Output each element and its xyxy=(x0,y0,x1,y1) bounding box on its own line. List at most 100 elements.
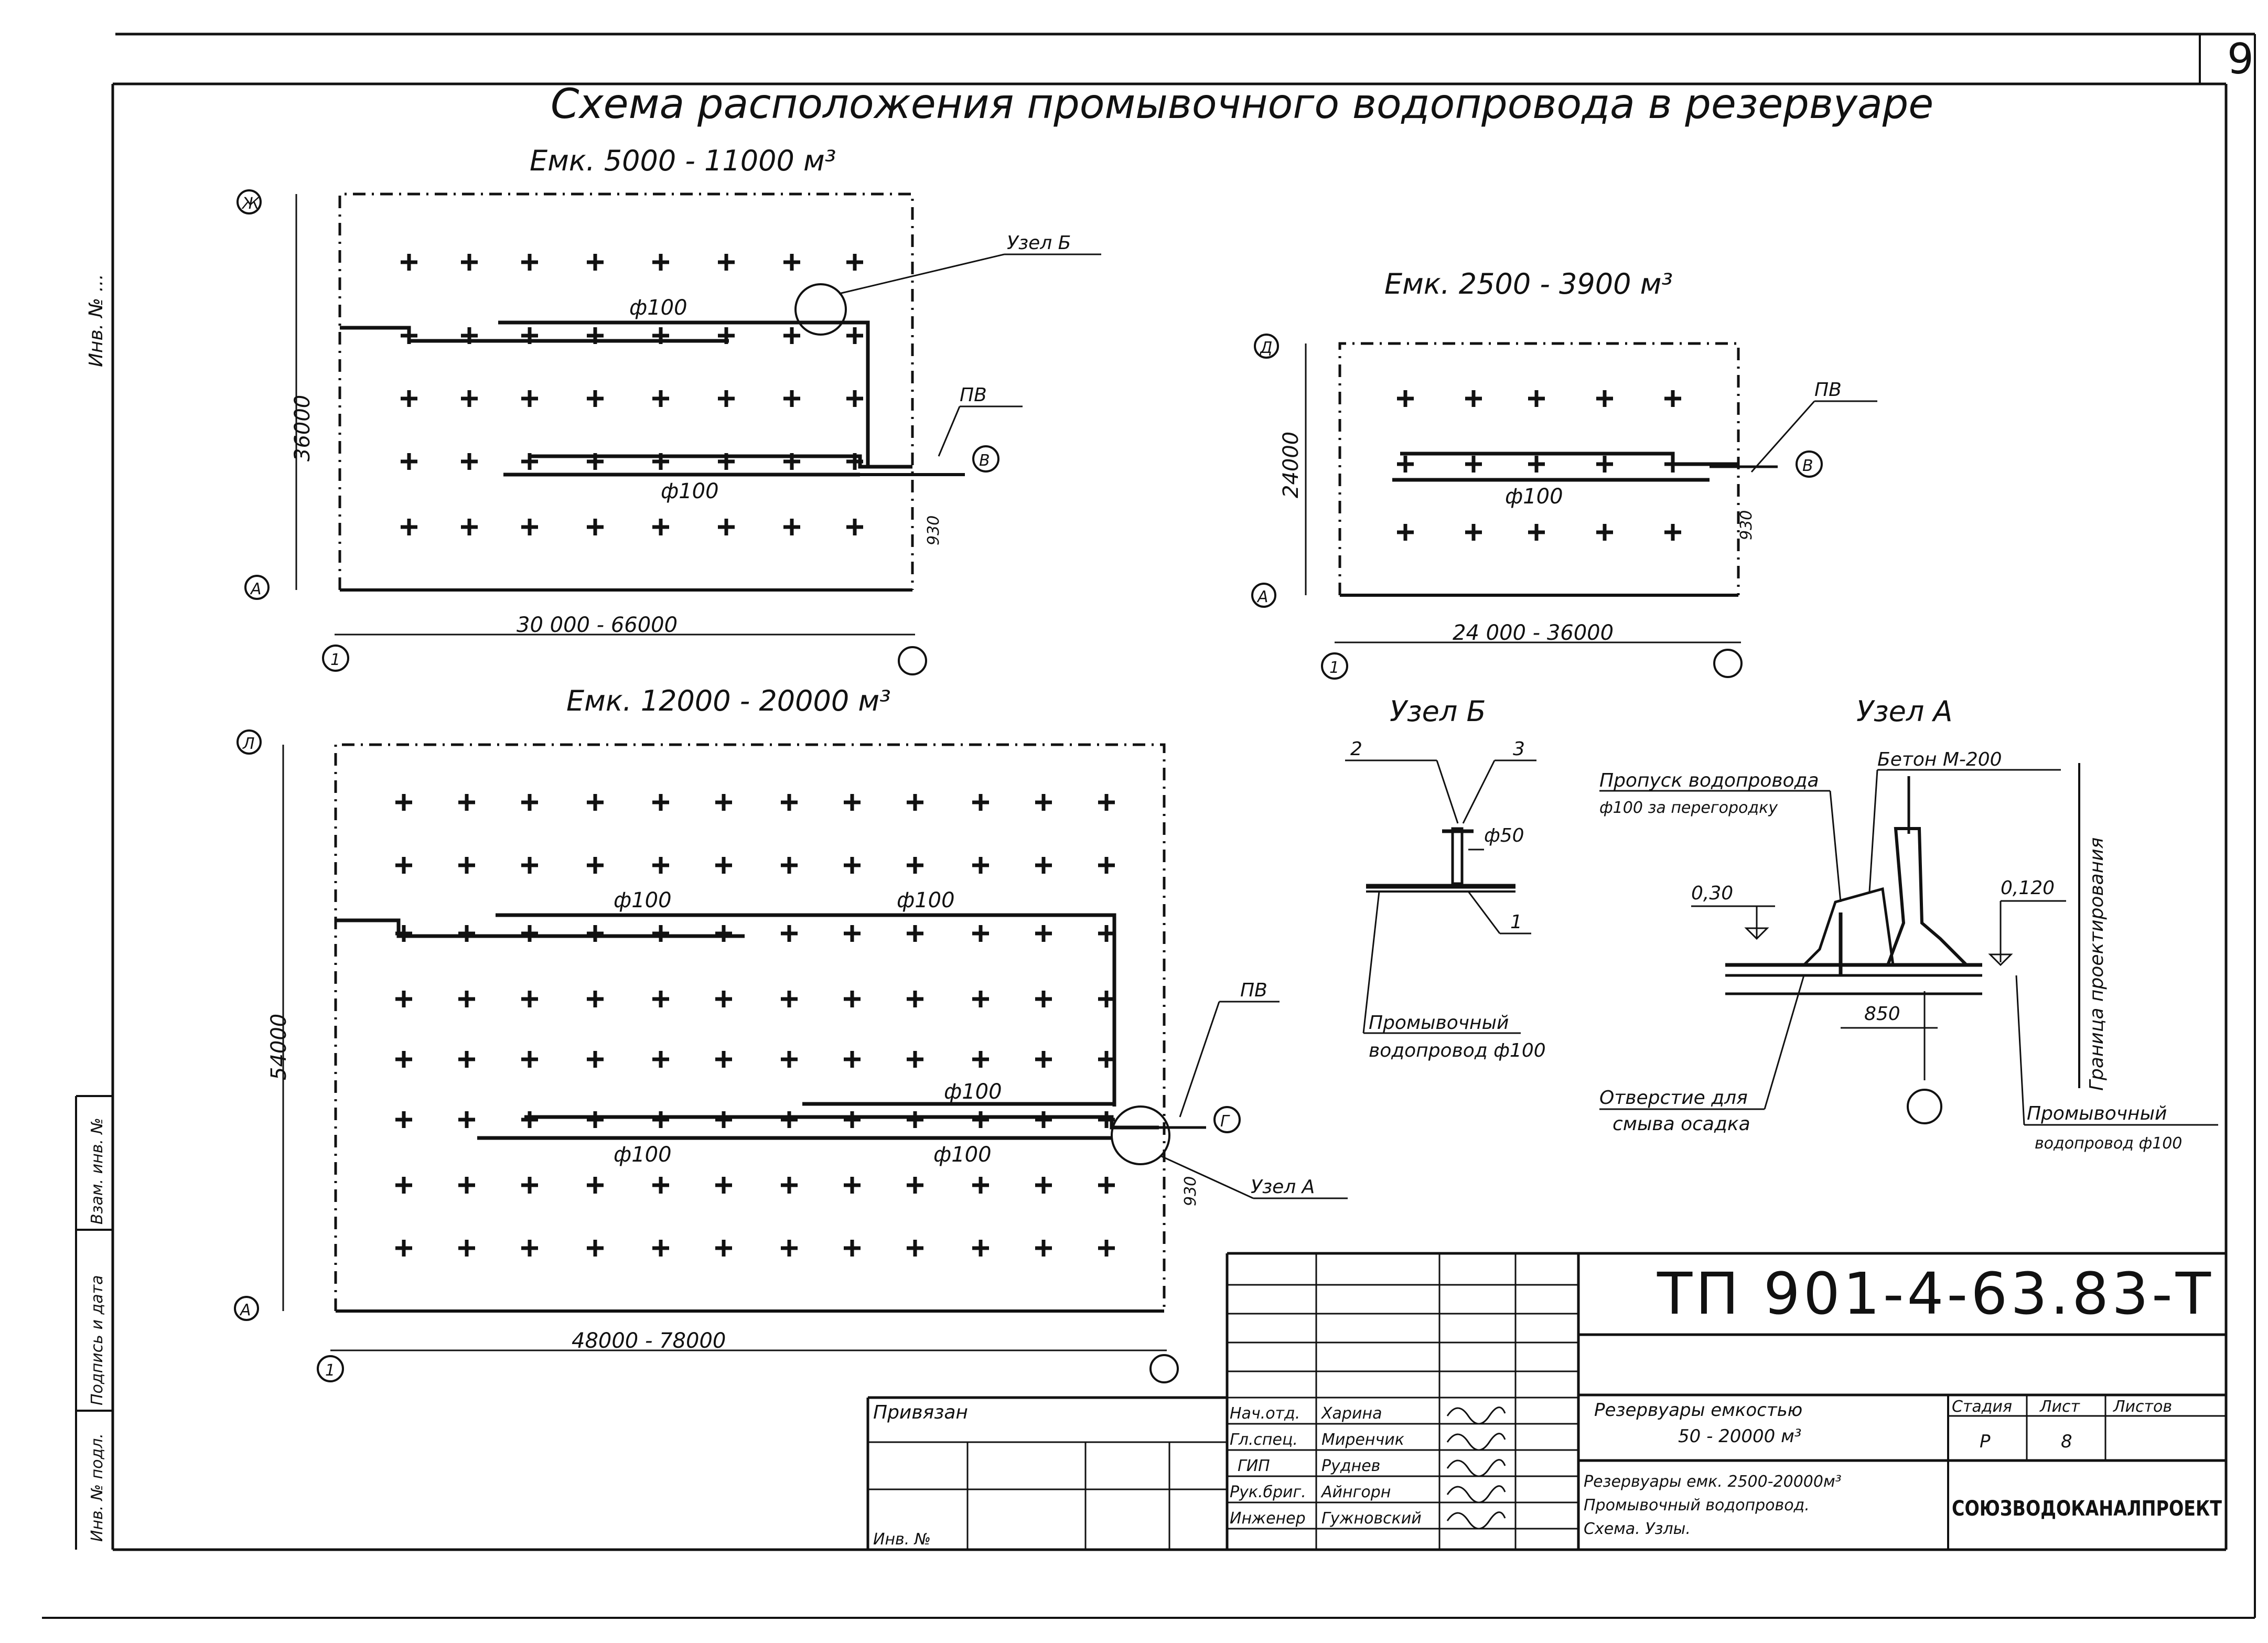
nozzle-mark xyxy=(972,857,989,874)
nozzle-mark xyxy=(1528,524,1545,541)
plan-5000-11000: Емк. 5000 - 11000 м³ Узел Б ф100 ф100 ПВ… xyxy=(237,144,1101,675)
nozzle-mark xyxy=(521,1240,538,1257)
nozzle-mark xyxy=(781,1177,798,1194)
nozzle-mark xyxy=(718,390,735,407)
nozzle-mark xyxy=(458,1111,475,1128)
nozzle-mark xyxy=(587,1111,604,1128)
sheet-frame xyxy=(42,33,2256,1619)
plan3-axis-bottom-bubble xyxy=(234,1296,259,1321)
nozzle-mark xyxy=(521,925,538,942)
node-a-span: 850 xyxy=(1864,1003,1900,1025)
plan3-pv: ПВ xyxy=(1240,980,1267,1001)
node-a-title: Узел А xyxy=(1856,695,1952,728)
nozzle-mark xyxy=(652,794,669,811)
plan1-axis-col: 1 xyxy=(330,651,340,669)
nozzle-mark xyxy=(587,991,604,1007)
nozzle-mark xyxy=(458,857,475,874)
nozzle-mark xyxy=(781,857,798,874)
plan1-width: 30 000 - 66000 xyxy=(517,613,678,637)
nozzle-mark xyxy=(521,390,538,407)
plan1-axis-bottom: А xyxy=(250,580,262,598)
plan1-nozzles xyxy=(401,254,863,535)
nozzle-mark xyxy=(521,254,538,271)
nozzle-mark xyxy=(587,1051,604,1068)
col-sheets: Листов xyxy=(2113,1398,2172,1416)
nozzle-mark xyxy=(907,925,923,942)
node-a-concrete: Бетон М-200 xyxy=(1877,749,2002,770)
nozzle-mark xyxy=(461,519,478,535)
plan1-offset: 930 xyxy=(925,516,943,545)
nozzle-mark xyxy=(652,991,669,1007)
nozzle-mark xyxy=(1035,925,1052,942)
project-title-2: 50 - 20000 м³ xyxy=(1678,1426,1801,1447)
plan3-node-label: Узел А xyxy=(1251,1176,1315,1198)
nozzle-mark xyxy=(395,857,412,874)
nozzle-mark xyxy=(1397,524,1414,541)
plan-12000-20000: Емк. 12000 - 20000 м³ Узел А ф100 ф100 ф… xyxy=(234,684,1348,1383)
doc-code: ТП 901-4-63.83-Т xyxy=(1657,1260,2214,1327)
node-b-riser: ф50 xyxy=(1484,825,1524,846)
plan3-title: Емк. 12000 - 20000 м³ xyxy=(566,684,891,717)
nozzle-mark xyxy=(401,453,417,470)
nozzle-mark xyxy=(395,925,412,942)
nozzle-mark xyxy=(458,991,475,1007)
node-a-caption-1: Промывочный xyxy=(2027,1103,2167,1124)
nozzle-mark xyxy=(652,925,669,942)
nozzle-mark xyxy=(783,254,800,271)
nozzle-mark xyxy=(718,327,735,344)
nozzle-mark xyxy=(907,991,923,1007)
role-3: ГИП xyxy=(1238,1457,1270,1475)
nozzle-mark xyxy=(395,1051,412,1068)
node-b-callout-3: 3 xyxy=(1513,738,1525,760)
plan2-axis-row: В xyxy=(1802,457,1813,475)
nozzle-mark xyxy=(587,1240,604,1257)
nozzle-mark xyxy=(652,857,669,874)
plan3-pipe-mid: ф100 xyxy=(944,1080,1002,1104)
nozzle-mark xyxy=(781,794,798,811)
nozzle-mark xyxy=(972,925,989,942)
plan2-axis-col: 1 xyxy=(1329,659,1339,677)
signatures xyxy=(1446,1406,1506,1530)
nozzle-mark xyxy=(1596,390,1613,407)
nozzle-mark xyxy=(521,991,538,1007)
plan1-pipe-bottom: ф100 xyxy=(661,479,719,503)
node-a-passage-2: ф100 за перегородку xyxy=(1599,799,1778,817)
nozzle-mark xyxy=(781,925,798,942)
nozzle-mark xyxy=(1098,991,1115,1007)
plan2-axis-top-bubble xyxy=(1254,334,1279,359)
nozzle-mark xyxy=(1596,524,1613,541)
nozzle-mark xyxy=(458,1240,475,1257)
plan2-width: 24 000 - 36000 xyxy=(1453,621,1614,645)
sheet: 8 xyxy=(2061,1431,2072,1452)
nozzle-mark xyxy=(652,390,669,407)
nozzle-mark xyxy=(521,1051,538,1068)
plan2-offset: 930 xyxy=(1737,510,1756,540)
nozzle-mark xyxy=(458,794,475,811)
inv-no: Инв. № xyxy=(873,1530,931,1549)
plan1-axis-col-bubble xyxy=(322,645,349,672)
nozzle-mark xyxy=(1664,390,1681,407)
node-b-detail: Узел Б 2 3 ф50 1 Промывочный водопровод … xyxy=(1345,695,1546,1061)
nozzle-mark xyxy=(907,1240,923,1257)
nozzle-mark xyxy=(1098,857,1115,874)
nozzle-mark xyxy=(715,1051,732,1068)
name-5: Гужновский xyxy=(1321,1509,1422,1528)
plan3-pipe-top-2: ф100 xyxy=(897,888,955,912)
sheet-title-2: Промывочный водопровод. xyxy=(1584,1496,1810,1515)
plan3-height: 54000 xyxy=(267,1014,291,1080)
plan1-pipe-top: ф100 xyxy=(629,296,687,320)
nozzle-mark xyxy=(401,327,417,344)
side-col-1: Инв. № подл. xyxy=(88,1433,106,1542)
nozzle-mark xyxy=(587,390,604,407)
plan1-axis-top: Ж xyxy=(241,195,260,213)
sheet-title-3: Схема. Узлы. xyxy=(1584,1520,1691,1538)
nozzle-mark xyxy=(1035,857,1052,874)
nozzle-mark xyxy=(718,254,735,271)
plan1-node-b-circle xyxy=(794,283,847,336)
node-a-caption-2: водопровод ф100 xyxy=(2035,1134,2182,1153)
name-3: Руднев xyxy=(1321,1457,1380,1475)
nozzle-mark xyxy=(395,1240,412,1257)
nozzle-mark xyxy=(1528,456,1545,473)
col-sheet: Лист xyxy=(2039,1398,2081,1416)
plan-2500-3900: Емк. 2500 - 3900 м³ ф100 ПВ 930 24000 24… xyxy=(1251,267,1877,680)
